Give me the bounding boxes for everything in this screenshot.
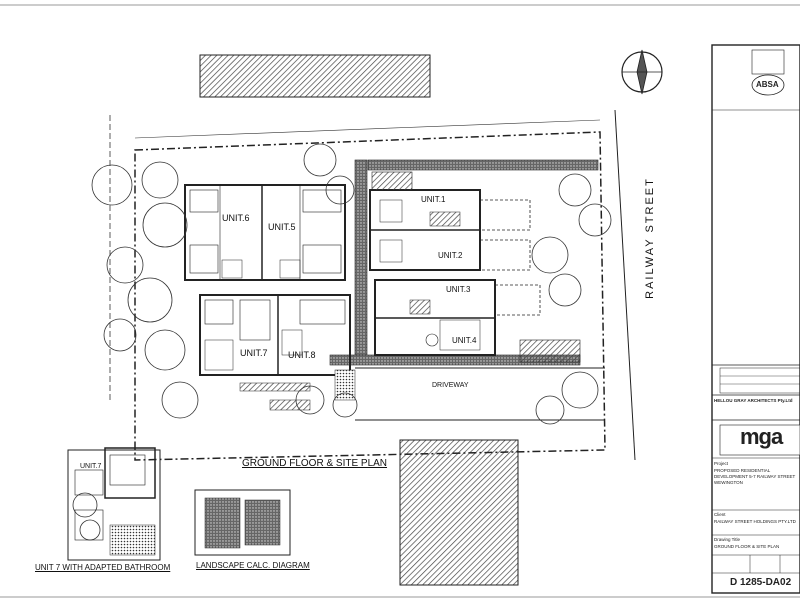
driveway-label: DRIVEWAY (432, 382, 469, 389)
unit-label-3: UNIT.3 (446, 285, 471, 294)
units-1-2-building (369, 171, 531, 271)
units-7-8-building (199, 294, 351, 376)
unit-label-5: UNIT.5 (268, 222, 296, 232)
drawing-title: GROUND FLOOR & SITE PLAN (714, 544, 780, 549)
street-centreline (614, 109, 636, 461)
north-arrow-icon (621, 49, 663, 95)
stair-hatch (269, 399, 311, 411)
project-description: PROPOSED RESIDENTIAL DEVELOPMENT 5-7 RAI… (714, 468, 796, 485)
title-block (711, 44, 800, 594)
driveway-area (334, 367, 605, 421)
stair-hatch (239, 382, 311, 392)
ground-floor-plan-title: GROUND FLOOR & SITE PLAN (242, 458, 388, 469)
landscape-calc-title: LANDSCAPE CALC. DIAGRAM (196, 561, 310, 570)
certification-badge: ABSA (756, 80, 779, 89)
unit-label-6: UNIT.6 (222, 213, 250, 223)
drawing-number: D 1285-DA02 (730, 577, 792, 588)
units-5-6-building (184, 184, 346, 281)
unit-label-8: UNIT.8 (288, 350, 316, 360)
unit7-adapted-inset (67, 447, 161, 561)
neighbour-building-south (399, 439, 519, 586)
unit-label-4: UNIT.4 (452, 336, 477, 345)
client-name: RAILWAY STREET HOLDINGS PTY.LTD (714, 519, 796, 524)
architect-logo: mga (740, 424, 783, 449)
unit-label-7-inset: UNIT.7 (80, 463, 102, 470)
boundary-hatch-strip (354, 159, 368, 361)
unit7-adapted-title: UNIT 7 WITH ADAPTED BATHROOM (35, 563, 171, 572)
landscape-calc-diagram (194, 489, 291, 556)
client-heading: Client (714, 512, 726, 517)
tree-canopies (72, 143, 612, 541)
unit-label-7: UNIT.7 (240, 348, 268, 358)
unit-label-1: UNIT.1 (421, 195, 446, 204)
units-3-4-building (374, 279, 581, 363)
street-name-label: RAILWAY STREET (643, 177, 656, 299)
site-boundary (134, 131, 606, 461)
unit-label-2: UNIT.2 (438, 251, 463, 260)
project-heading: Project (714, 461, 729, 466)
drawing-title-heading: Drawing Title (714, 537, 741, 542)
dimension-line-north (134, 119, 601, 139)
boundary-hatch-strip (367, 159, 599, 171)
neighbour-building-north (199, 54, 431, 98)
architect-firm-name: HELLOU GRAY ARCHITECTS Pty.Ltd (714, 398, 793, 403)
